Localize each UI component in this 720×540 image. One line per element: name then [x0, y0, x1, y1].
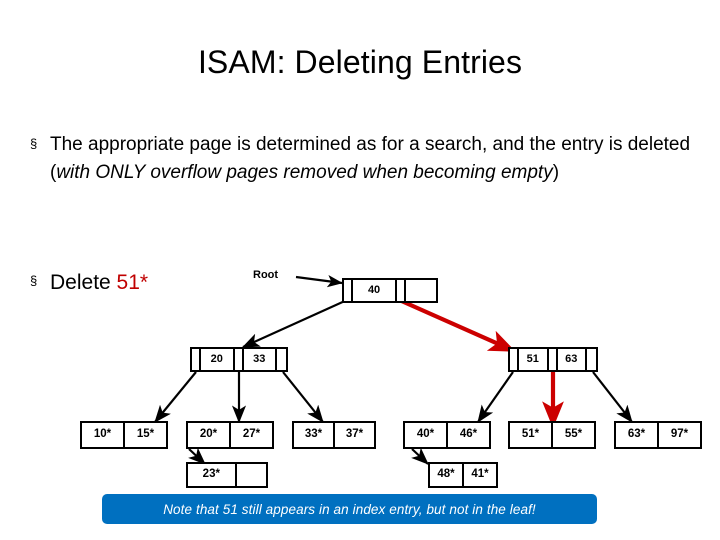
leaf1-cell-0: 10*: [82, 423, 125, 447]
internal-right-key-63: 63: [558, 349, 587, 370]
bullet-delete-op-text: Delete 51*: [50, 268, 148, 299]
root-to-left-internal-arrow: [241, 298, 348, 349]
leaf5-cell-1: 55*: [564, 428, 583, 441]
internal-left-to-leaf1-arrow: [154, 371, 197, 423]
internal-node-right: 51 63: [508, 347, 598, 372]
leaf5-cell-0: 51*: [510, 423, 553, 447]
delete-label: Delete: [50, 271, 117, 294]
internal-left-to-leaf3-arrow: [282, 371, 324, 423]
internal-node-left: 20 33: [190, 347, 288, 372]
leaf2-cell-1: 27*: [242, 428, 261, 441]
internal-right-ptr-1: [549, 349, 558, 370]
internal-left-ptr-0: [192, 349, 201, 370]
bullet-delete-op: § Delete 51*: [30, 268, 330, 299]
leaf-node-3: 33* 37*: [292, 421, 376, 449]
leaf4-cell-1: 46*: [459, 428, 478, 441]
root-cell-key-40: 40: [353, 280, 398, 301]
leaf2-cell-0: 20*: [188, 423, 231, 447]
internal-right-ptr-2: [587, 349, 596, 370]
internal-left-ptr-2: [277, 349, 286, 370]
leaf-node-1: 10* 15*: [80, 421, 168, 449]
leaf1-cell-1: 15*: [136, 428, 155, 441]
internal-right-ptr-0: [510, 349, 519, 370]
leaf3-cell-1: 37*: [345, 428, 364, 441]
overflow2-cell-1: 41*: [471, 468, 489, 481]
leaf6-cell-1: 97*: [670, 428, 689, 441]
leaf-node-6: 63* 97*: [614, 421, 702, 449]
overflow-node-1: 23*: [186, 462, 268, 488]
internal-left-key-33: 33: [244, 349, 277, 370]
root-to-right-internal-red-arrow: [396, 297, 516, 352]
root-cell-blank: [406, 280, 436, 301]
internal-left-ptr-1: [235, 349, 244, 370]
note-banner: Note that 51 still appears in an index e…: [102, 494, 597, 524]
root-cell-ptr-0: [344, 280, 353, 301]
bullet-marker-icon-2: §: [30, 273, 38, 288]
overflow1-cell-0: 23*: [188, 464, 237, 486]
leaf-node-4: 40* 46*: [403, 421, 491, 449]
leaf4-cell-0: 40*: [405, 423, 448, 447]
leaf6-cell-0: 63*: [616, 423, 659, 447]
bullet-rule-italic: with ONLY overflow pages removed when be…: [56, 161, 553, 183]
internal-right-to-leaf6-arrow: [592, 371, 633, 423]
root-node: 40: [342, 278, 438, 303]
overflow2-cell-0: 48*: [430, 464, 464, 486]
bullet-delete-rule-text: The appropriate page is determined as fo…: [50, 131, 705, 187]
leaf4-to-overflow2-arrow: [411, 447, 429, 465]
bullet-rule-plain-1: The appropriate page is determined as fo…: [50, 134, 691, 183]
root-cell-ptr-1: [397, 280, 407, 301]
overflow-node-2: 48* 41*: [428, 462, 498, 488]
page-title: ISAM: Deleting Entries: [197, 44, 523, 80]
bullet-marker-icon: §: [30, 136, 38, 151]
overflow1-cell-1: [237, 464, 266, 486]
note-banner-text: Note that 51 still appears in an index e…: [163, 501, 536, 517]
bullet-delete-rule: § The appropriate page is determined as …: [30, 131, 708, 187]
leaf3-cell-0: 33*: [294, 423, 335, 447]
leaf-node-2: 20* 27*: [186, 421, 274, 449]
internal-right-to-leaf4-arrow: [477, 371, 514, 423]
internal-right-key-51: 51: [519, 349, 549, 370]
delete-value: 51*: [116, 271, 149, 294]
leaf-node-5: 51* 55*: [508, 421, 596, 449]
internal-left-key-20: 20: [201, 349, 235, 370]
root-label: Root: [253, 269, 279, 281]
bullet-rule-plain-2: ): [552, 161, 560, 183]
